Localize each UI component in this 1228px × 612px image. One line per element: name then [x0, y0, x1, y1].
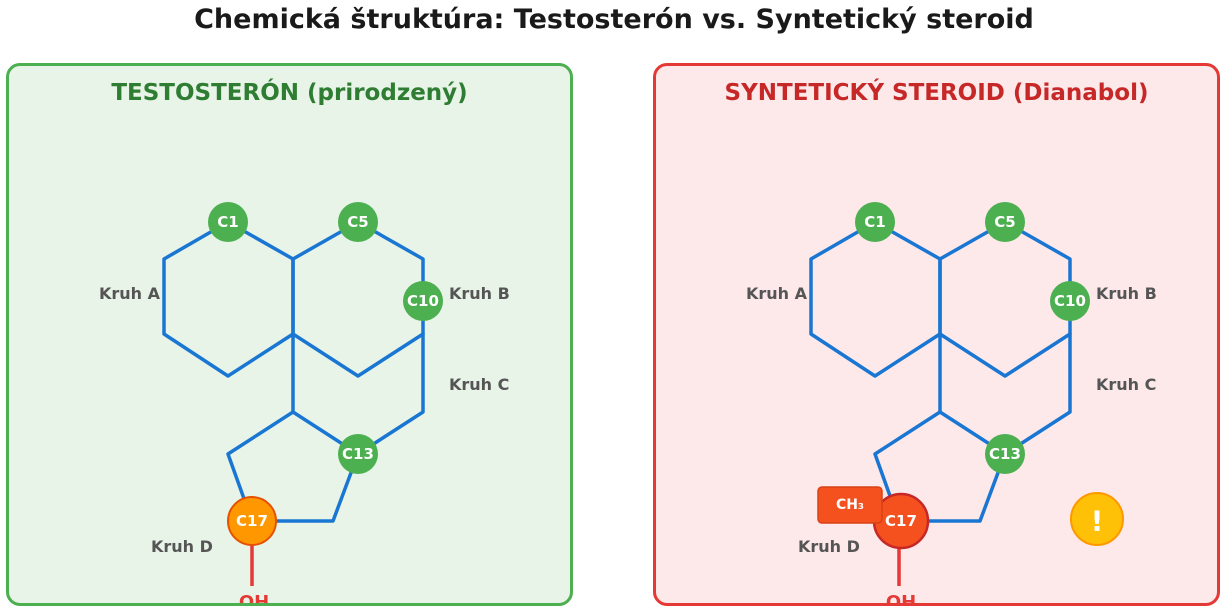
svg-text:CH₃: CH₃ — [836, 497, 864, 513]
svg-text:C17: C17 — [236, 512, 268, 530]
atom-c13: C13 — [985, 434, 1025, 474]
testosterone-panel: TESTOSTERÓN (prirodzený) Kruh A Kruh B K… — [6, 63, 573, 606]
svg-text:C13: C13 — [342, 445, 374, 463]
ring-b-label: Kruh B — [449, 284, 510, 303]
page-title: Chemická štruktúra: Testosterón vs. Synt… — [194, 4, 1034, 35]
ring-a-bonds — [162, 220, 295, 378]
atom-c1: C1 — [855, 202, 895, 242]
svg-text:C10: C10 — [407, 292, 439, 310]
svg-text:C10: C10 — [1054, 292, 1086, 310]
svg-text:C1: C1 — [217, 213, 238, 231]
atom-c10: C10 — [1050, 281, 1090, 321]
ring-b-label: Kruh B — [1096, 284, 1157, 303]
ring-a-bonds — [809, 220, 942, 378]
ring-c-label: Kruh C — [449, 375, 509, 394]
testosterone-panel-title: TESTOSTERÓN (prirodzený) — [111, 80, 468, 106]
synthetic-steroid-panel: SYNTETICKÝ STEROID (Dianabol) Kruh A Kru… — [653, 63, 1220, 606]
atom-c5: C5 — [985, 202, 1025, 242]
warning-icon: ! — [1070, 492, 1124, 546]
atom-c5: C5 — [338, 202, 378, 242]
synthetic-steroid-structure: Kruh A Kruh B Kruh C Kruh D C1 C5 C10 C1… — [746, 202, 1157, 603]
ring-a-label: Kruh A — [746, 284, 808, 303]
hydroxyl-label: OH — [239, 592, 269, 603]
atom-c1: C1 — [208, 202, 248, 242]
ring-d-label: Kruh D — [151, 537, 213, 556]
ring-a-label: Kruh A — [99, 284, 161, 303]
methyl-group: CH₃ — [817, 486, 883, 524]
atom-c17: C17 — [227, 496, 277, 546]
svg-text:C5: C5 — [347, 213, 368, 231]
svg-text:C17: C17 — [885, 512, 917, 530]
svg-text:C1: C1 — [864, 213, 885, 231]
testosterone-structure: Kruh A Kruh B Kruh C Kruh D C1 C5 C10 C1… — [99, 202, 510, 603]
ring-d-label: Kruh D — [798, 537, 860, 556]
ring-c-label: Kruh C — [1096, 375, 1156, 394]
synthetic-panel-title: SYNTETICKÝ STEROID (Dianabol) — [724, 80, 1149, 106]
svg-text:!: ! — [1091, 505, 1104, 538]
svg-text:C5: C5 — [994, 213, 1015, 231]
atom-c10: C10 — [403, 281, 443, 321]
hydroxyl-label: OH — [886, 592, 916, 603]
svg-text:C13: C13 — [989, 445, 1021, 463]
atom-c13: C13 — [338, 434, 378, 474]
